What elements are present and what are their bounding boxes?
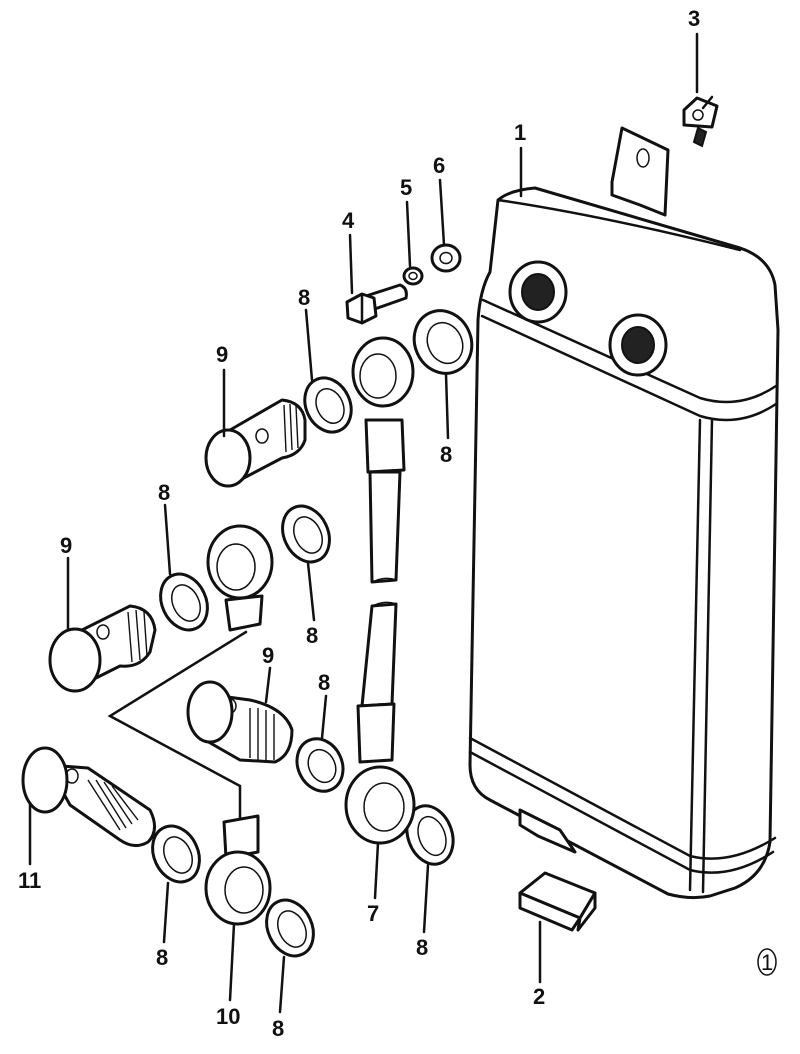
figure-number-text: 1	[761, 950, 773, 975]
leader-lines	[28, 32, 699, 1014]
gasket	[412, 309, 474, 375]
callout-oil-pipe-upper: 7	[367, 901, 379, 926]
union-bolt-long	[21, 746, 156, 847]
union-bolt	[186, 680, 294, 764]
gasket	[281, 504, 331, 564]
callout-gasket: 8	[306, 623, 318, 648]
callout-spring-washer: 5	[400, 175, 412, 200]
callout-gasket: 8	[272, 1016, 284, 1041]
callout-union-bolt-long: 11	[18, 868, 41, 893]
callout-gasket: 8	[318, 670, 330, 695]
callout-gasket: 8	[416, 935, 428, 960]
callout-bolt: 4	[342, 208, 355, 233]
callout-pad: 2	[533, 984, 545, 1009]
oil-cooler-radiator	[468, 126, 780, 900]
callout-gasket: 8	[440, 442, 452, 467]
clip	[682, 95, 719, 148]
figure-number: 1	[757, 948, 777, 976]
union-bolt	[48, 604, 157, 693]
gasket-group	[151, 309, 474, 958]
callout-gasket: 8	[158, 480, 170, 505]
callout-gasket: 8	[298, 285, 310, 310]
gasket	[405, 804, 455, 866]
gasket	[159, 572, 209, 632]
callout-washer: 6	[433, 153, 445, 178]
callout-labels: 1 2 3 4 5 6 8 8 9 8 9 8 9 8 7 8 11 8 10 …	[18, 6, 700, 1041]
gasket	[303, 376, 353, 434]
union-bolt	[204, 398, 307, 488]
callout-union-bolt: 9	[216, 342, 228, 367]
gasket	[265, 898, 315, 958]
callout-radiator: 1	[514, 120, 526, 145]
oil-pipe-lower	[107, 630, 272, 926]
washer	[430, 243, 462, 273]
gasket	[151, 824, 201, 884]
bolt	[345, 283, 408, 325]
oil-pipe-banjo-upper	[206, 524, 274, 632]
callout-union-bolt: 9	[262, 643, 274, 668]
rubber-pad	[518, 871, 597, 932]
oil-pipe-upper	[344, 336, 416, 845]
callout-union-bolt: 9	[60, 533, 72, 558]
callout-oil-pipe-lower: 10	[216, 1004, 240, 1029]
spring-washer	[402, 266, 424, 286]
gasket	[295, 737, 345, 793]
callout-clip: 3	[688, 6, 700, 31]
callout-gasket: 8	[156, 945, 168, 970]
